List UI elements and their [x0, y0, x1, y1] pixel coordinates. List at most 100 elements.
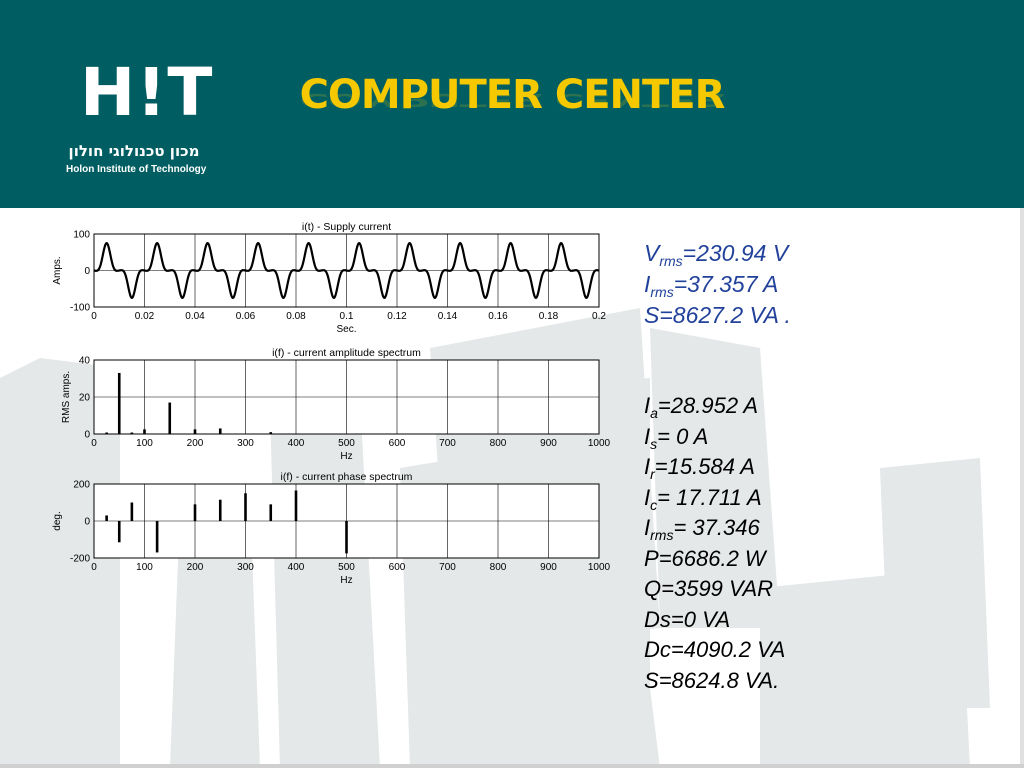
chart-title: i(f) - current phase spectrum [281, 471, 413, 483]
bar [130, 502, 134, 521]
result-line: Irms=37.357 A [644, 269, 791, 300]
result-symbol: Q [644, 576, 662, 601]
result-symbol: V [644, 240, 660, 266]
x-tick-label: 100 [136, 562, 153, 573]
x-tick-label: 0.16 [488, 311, 508, 322]
result-line: Irms= 37.346 [644, 513, 791, 544]
bar [244, 493, 247, 521]
x-tick-label: 0.14 [438, 311, 458, 322]
x-tick-label: 500 [338, 438, 355, 449]
x-axis-label: Sec. [336, 324, 356, 335]
chart-title: i(f) - current amplitude spectrum [272, 347, 421, 359]
result-symbol: I [644, 515, 651, 540]
x-tick-label: 1000 [588, 562, 611, 573]
result-line: Ir=15.584 A [644, 452, 791, 483]
result-symbol: I [644, 484, 651, 510]
plot-frame [93, 483, 600, 559]
x-tick-label: 900 [540, 562, 557, 573]
y-axis-label: deg. [52, 511, 63, 530]
y-tick-label: 0 [84, 517, 90, 528]
x-tick-label: 500 [338, 562, 355, 573]
result-value: =0 VA [670, 606, 731, 632]
result-subscript: c [650, 496, 658, 513]
x-tick-label: 200 [187, 562, 204, 573]
x-tick-label: 0.08 [286, 311, 306, 322]
result-subscript: rms [650, 527, 674, 543]
bar [218, 428, 222, 434]
logo-mark: H!T [80, 54, 214, 131]
x-tick-label: 0.2 [592, 311, 606, 322]
page-title-reflection: COMPUTER CENTER [299, 89, 725, 110]
logo-english-text: Holon Institute of Technology [66, 164, 207, 175]
header-banner: H!T מכון טכנולוגי חולון Holon Institute … [0, 0, 1024, 208]
bar [117, 521, 121, 543]
y-tick-label: 20 [79, 393, 91, 404]
x-tick-label: 0 [91, 311, 97, 322]
result-symbol: S [644, 667, 659, 693]
x-tick-label: 1000 [588, 438, 611, 449]
plot-frame [93, 359, 600, 435]
result-line: S=8624.8 VA. [644, 666, 791, 697]
result-symbol: S [644, 302, 660, 328]
result-subscript: r [650, 466, 655, 482]
result-line: Ds=0 VA [644, 605, 791, 636]
chart-title: i(t) - Supply current [302, 221, 391, 233]
y-tick-label: 200 [73, 480, 90, 491]
result-value: =37.357 A [673, 271, 779, 297]
result-symbol: I [644, 454, 651, 479]
bar [155, 521, 159, 553]
x-tick-label: 0 [91, 438, 97, 449]
x-tick-label: 800 [490, 438, 507, 449]
bar [143, 429, 146, 434]
bar [218, 499, 222, 521]
x-tick-label: 300 [237, 562, 254, 573]
result-symbol: Ds [644, 606, 671, 632]
bar [294, 490, 298, 521]
result-line: S=8627.2 VA . [644, 300, 791, 331]
page-title: COMPUTER CENTER [299, 72, 726, 118]
hit-logo: H!T מכון טכנולוגי חולון Holon Institute … [60, 54, 214, 190]
result-value: =15.584 A [654, 454, 755, 479]
result-value: = 37.346 [673, 515, 760, 540]
bar [269, 504, 273, 521]
x-axis-label: Hz [340, 575, 352, 586]
y-tick-label: -100 [70, 303, 90, 314]
x-tick-label: 300 [237, 438, 254, 449]
x-tick-label: 0.12 [387, 311, 407, 322]
result-value: =230.94 V [682, 240, 789, 266]
bar [168, 402, 172, 434]
x-tick-label: 400 [288, 562, 305, 573]
bar [117, 372, 121, 434]
x-tick-label: 0.18 [539, 311, 559, 322]
result-subscript: rms [659, 253, 683, 269]
result-value: =28.952 A [657, 393, 759, 418]
plot-frame [93, 233, 600, 308]
result-symbol: Dc [644, 637, 671, 662]
result-line: P=6686.2 W [644, 544, 791, 575]
x-tick-label: 0.02 [135, 311, 155, 322]
result-symbol: I [644, 271, 651, 297]
result-symbol: I [644, 423, 651, 449]
x-tick-label: 900 [540, 438, 557, 449]
x-tick-label: 800 [490, 562, 507, 573]
result-symbol: I [644, 393, 651, 418]
x-axis-label: Hz [340, 451, 352, 462]
y-tick-label: -200 [70, 554, 90, 565]
result-subscript: a [650, 405, 658, 421]
bar [105, 515, 108, 521]
x-tick-label: 700 [439, 438, 456, 449]
bar [269, 432, 273, 434]
result-value: =8624.8 VA. [658, 667, 780, 693]
y-axis-label: RMS amps. [61, 371, 72, 423]
result-subscript: s [650, 435, 658, 452]
result-symbol: P [644, 545, 659, 571]
slide-right-border [1020, 208, 1024, 768]
x-tick-label: 0.1 [340, 311, 354, 322]
